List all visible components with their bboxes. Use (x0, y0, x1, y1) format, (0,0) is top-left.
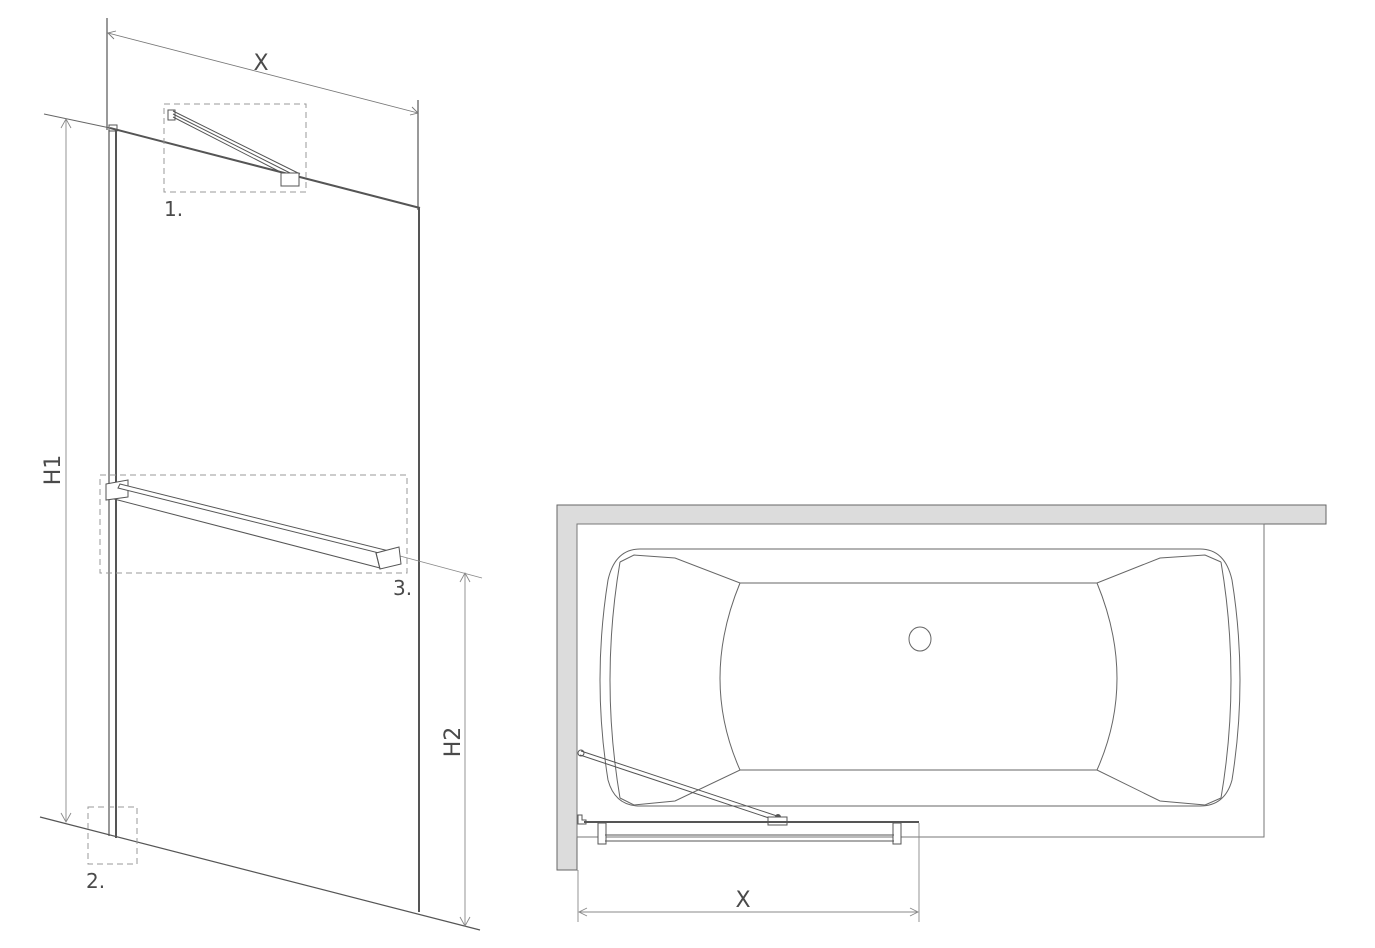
h2-dimension (399, 555, 483, 927)
h1-label: H1 (41, 455, 66, 486)
bath-inner-shape (609, 554, 1232, 806)
plan-stabilizer-arm (577, 749, 788, 826)
glass-top-edge (109, 127, 421, 209)
elevation-view: X H1 H2 (39, 18, 483, 931)
towel-rail (105, 479, 402, 570)
bath-outline (576, 523, 1265, 838)
wall-section (556, 504, 1327, 871)
callout-label-2: 2. (86, 869, 105, 893)
floor-line (39, 816, 481, 931)
callout-box-2 (87, 806, 138, 865)
callout-label-3: 3. (393, 576, 412, 600)
h1-dimension (60, 118, 72, 823)
elevation-width-dimension (106, 18, 419, 210)
bath-rim (599, 548, 1241, 807)
drain-icon (908, 626, 932, 652)
plan-width-label: X (735, 888, 750, 913)
callout-box-1 (163, 103, 307, 193)
elevation-width-label: X (253, 51, 268, 76)
plan-glass-panel (577, 814, 919, 845)
glass-panel (108, 124, 420, 912)
stabilizer-arm (167, 109, 301, 187)
plan-width-dimension (577, 823, 920, 922)
top-reference-line (43, 113, 111, 129)
plan-view: X (556, 504, 1327, 922)
h2-label: H2 (441, 727, 466, 758)
callout-label-1: 1. (164, 197, 183, 221)
callout-box-3 (99, 474, 408, 574)
